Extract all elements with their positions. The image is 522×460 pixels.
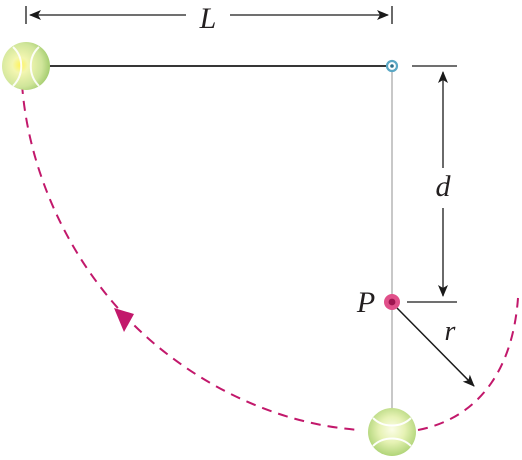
ball-start xyxy=(2,42,50,90)
length-label: L xyxy=(199,2,217,35)
radius-indicator: r xyxy=(396,307,475,387)
swing-path-upper xyxy=(417,297,519,431)
direction-arrow xyxy=(114,308,134,332)
peg-label: P xyxy=(356,286,375,319)
length-dimension: L xyxy=(25,2,393,35)
swing-path xyxy=(21,83,361,431)
ball-bottom xyxy=(368,408,416,456)
drop-label: d xyxy=(436,170,452,203)
drop-dimension: d xyxy=(407,65,457,303)
pivot-point xyxy=(385,59,399,73)
radius-label: r xyxy=(445,316,456,347)
radius-arrow xyxy=(396,307,475,387)
peg-point xyxy=(384,294,400,310)
